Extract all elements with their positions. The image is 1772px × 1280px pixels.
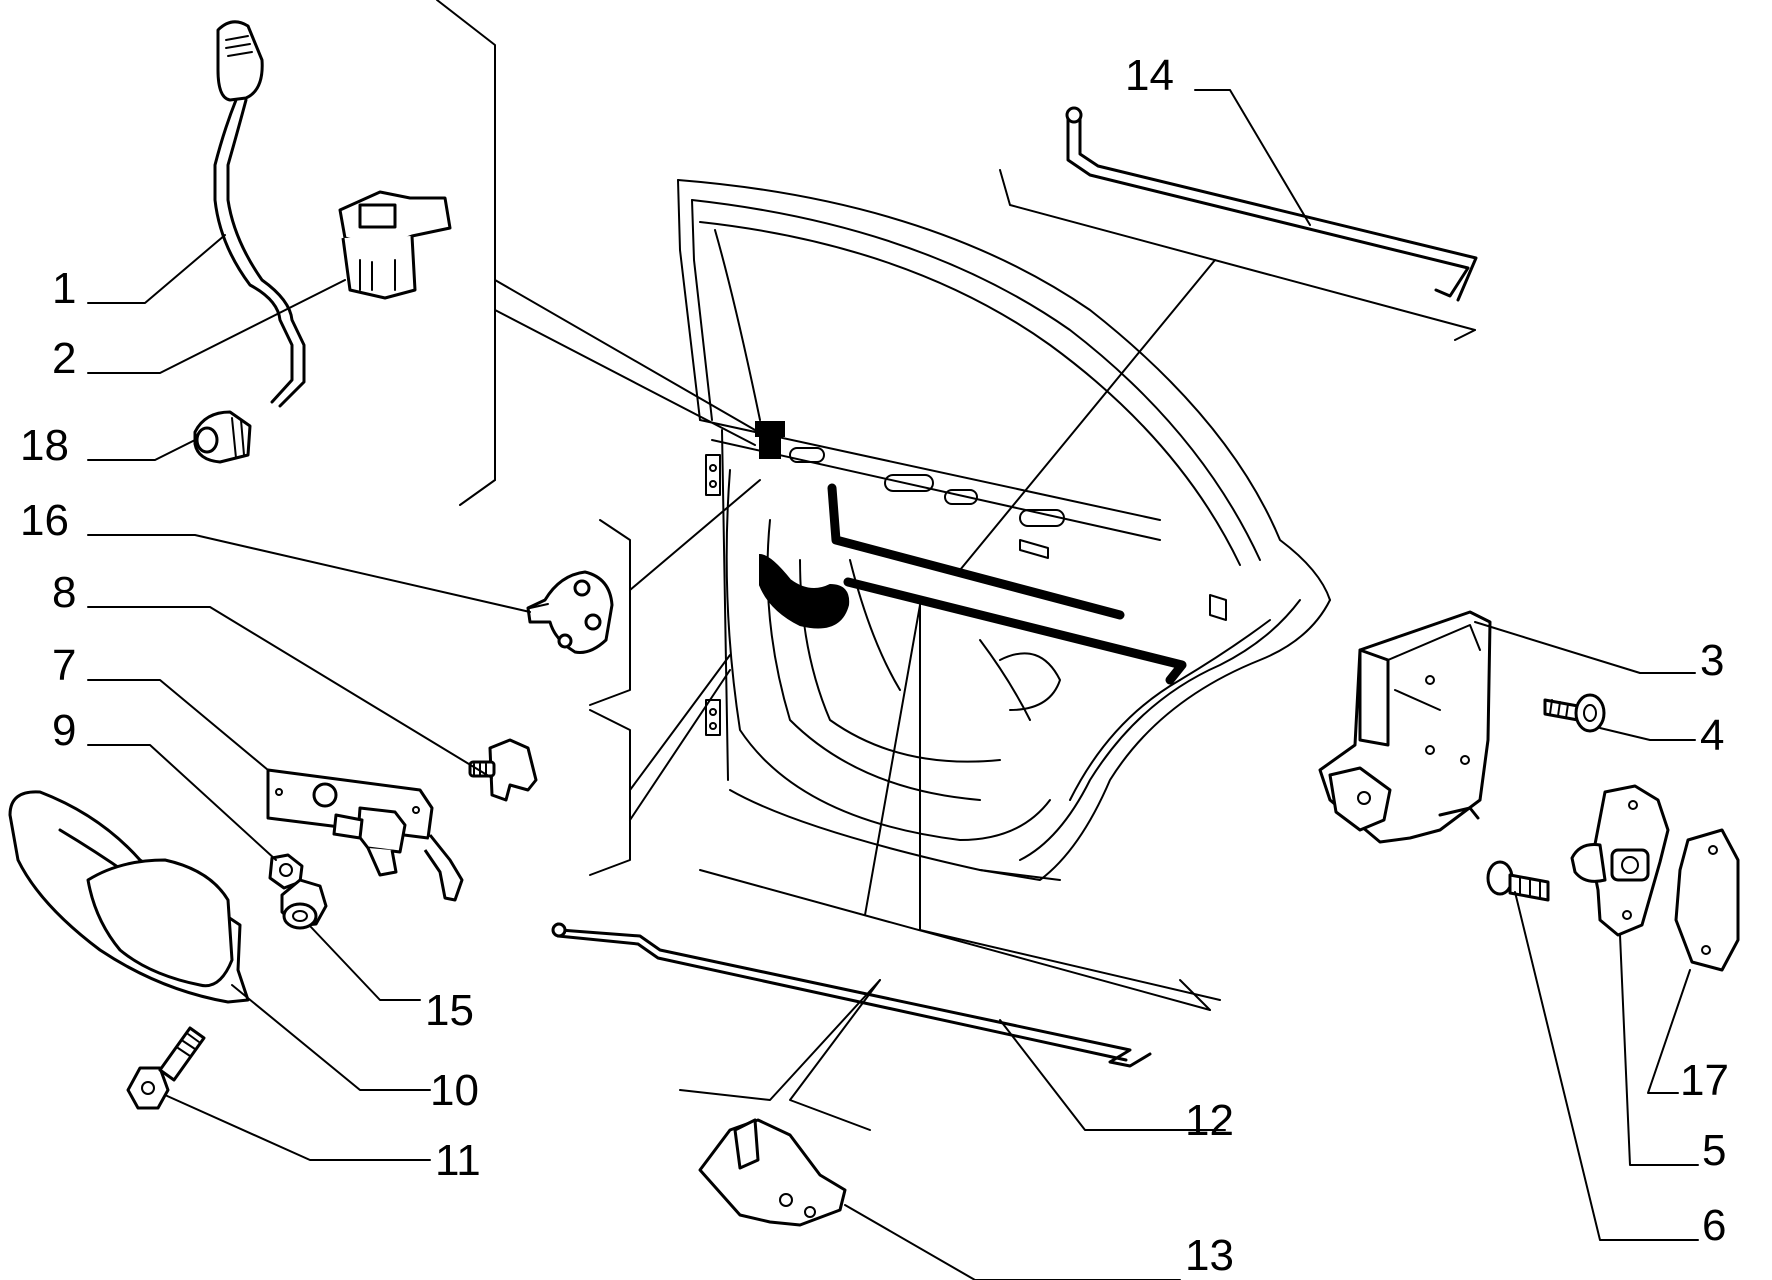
label-5: 5 [1702,1126,1726,1175]
part-7-actuator-plate [266,768,464,902]
part-10-inner-handle [8,790,250,1004]
label-7: 7 [52,641,76,690]
part-11-bolt [126,1026,206,1110]
label-9: 9 [52,706,76,755]
part-3-door-lock [1318,610,1492,844]
label-2: 2 [52,334,76,383]
label-14: 14 [1125,51,1174,100]
part-labels: 1 2 18 16 8 7 9 15 10 11 12 13 14 3 4 17… [20,51,1729,1280]
label-17: 17 [1680,1056,1729,1105]
part-6-screw [1486,860,1550,902]
part-18-bushing [193,410,252,464]
label-13: 13 [1185,1231,1234,1280]
label-18: 18 [20,421,69,470]
part-2-door-switch [338,190,452,300]
part-4-screw [1543,693,1606,733]
label-11: 11 [435,1136,481,1185]
door-switch [755,421,785,459]
label-6: 6 [1702,1201,1726,1250]
part-17-shim-plate [1674,828,1740,972]
label-12: 12 [1185,1096,1234,1145]
part-16-lock-bracket [526,570,614,654]
part-5-striker-plate [1570,784,1670,937]
inner-handle-mounted [759,553,850,629]
part-1-inner-release-handle [213,20,306,408]
label-15: 15 [425,986,474,1035]
part-8-clip [468,738,538,802]
label-16: 16 [20,496,69,545]
label-1: 1 [52,264,76,313]
part-14-rod [1065,106,1478,302]
label-8: 8 [52,568,76,617]
label-10: 10 [430,1066,479,1115]
part-13-lower-bracket [698,1118,847,1227]
guide-lines [436,0,1476,1131]
label-3: 3 [1700,636,1724,685]
label-4: 4 [1700,711,1724,760]
leader-lines [87,89,1699,1280]
part-12-rod [551,922,1152,1068]
door-rods [827,483,1187,685]
part-15-bushing [280,878,328,930]
